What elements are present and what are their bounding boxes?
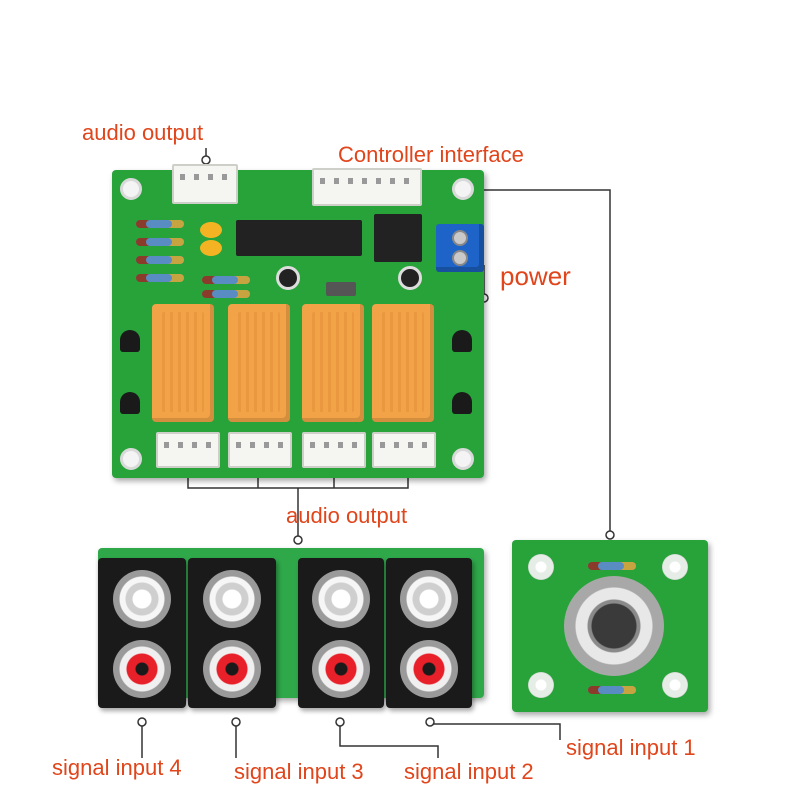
audio-output-connector (172, 164, 238, 204)
rca-jack-red (400, 640, 458, 698)
transistor (120, 330, 140, 352)
rca-block-3 (188, 558, 276, 708)
rca-jack-red (312, 640, 370, 698)
rca-jack-red (113, 640, 171, 698)
line-signal-input-1 (429, 722, 561, 740)
mount-hole (120, 448, 142, 470)
label-signal-input-4: signal input 4 (52, 755, 182, 780)
relay (372, 304, 434, 422)
controller-connector (312, 168, 422, 206)
transistor (120, 392, 140, 414)
label-signal-input-3: signal input 3 (234, 759, 364, 784)
label-audio-output-middle: audio output (286, 503, 408, 528)
electrolytic-capacitor (276, 266, 300, 290)
label-power: power (500, 261, 571, 291)
audio-connector (372, 432, 436, 468)
led (528, 672, 554, 698)
resistor (202, 290, 250, 298)
ic-chip (236, 220, 362, 256)
label-audio-output-top: audio output (82, 120, 204, 145)
led (662, 554, 688, 580)
capacitor (200, 222, 222, 238)
screw-icon (452, 230, 468, 246)
relay (152, 304, 214, 422)
mount-hole (120, 178, 142, 200)
resistor (136, 256, 184, 264)
crystal (326, 282, 356, 296)
ic-chip (374, 214, 422, 262)
label-signal-input-2: signal input 2 (404, 759, 534, 784)
led (662, 672, 688, 698)
resistor (136, 238, 184, 246)
rca-block-2 (298, 558, 384, 708)
button-board (512, 540, 708, 712)
rca-jack-white (312, 570, 370, 628)
transistor (452, 392, 472, 414)
audio-connector (156, 432, 220, 468)
rca-block-1 (386, 558, 472, 708)
led (528, 554, 554, 580)
electrolytic-capacitor (398, 266, 422, 290)
mount-hole (452, 178, 474, 200)
resistor (588, 686, 636, 694)
power-terminal (436, 224, 484, 272)
rca-block-4 (98, 558, 186, 708)
resistor (136, 220, 184, 228)
relay (228, 304, 290, 422)
relay (302, 304, 364, 422)
relay-board (112, 164, 484, 478)
rca-jack-white (400, 570, 458, 628)
resistor (136, 274, 184, 282)
line-controller-interface (430, 189, 611, 535)
resistor (588, 562, 636, 570)
rca-jack-white (203, 570, 261, 628)
audio-connector (228, 432, 292, 468)
transistor (452, 330, 472, 352)
mount-hole (452, 448, 474, 470)
resistor (202, 276, 250, 284)
audio-connector (302, 432, 366, 468)
line-signal-input-2 (339, 722, 439, 758)
push-button (564, 576, 664, 676)
label-controller-interface: Controller interface (338, 142, 524, 167)
label-signal-input-1: signal input 1 (566, 735, 696, 760)
rca-jack-red (203, 640, 261, 698)
rca-jack-white (113, 570, 171, 628)
capacitor (200, 240, 222, 256)
screw-icon (452, 250, 468, 266)
